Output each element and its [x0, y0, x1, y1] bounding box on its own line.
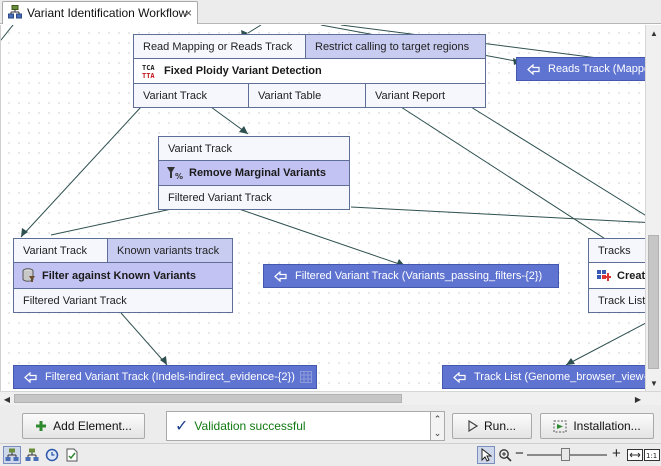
run-label: Run... [483, 419, 516, 433]
workflow-view-alt-icon[interactable] [23, 446, 41, 464]
filter-against-known-variants-node[interactable]: Variant Track Known variants track Filte… [13, 238, 233, 313]
output-reads-track[interactable]: Reads Track (Mappe [516, 57, 645, 81]
node-title-bar: TCA TTA Fixed Ploidy Variant Detection [134, 58, 485, 84]
output-track-list-genome-browser[interactable]: Track List (Genome_browser_view-{2 [442, 365, 645, 389]
output-arrow-icon [274, 270, 287, 282]
output-variant-report[interactable]: Variant Report [375, 89, 446, 102]
validation-scroll-spinner[interactable]: ⌃ ⌄ [431, 411, 445, 441]
close-tab-icon[interactable]: × [184, 6, 192, 20]
input-variant-track[interactable]: Variant Track [14, 239, 108, 262]
vertical-scroll-thumb[interactable] [648, 235, 659, 369]
workflow-icon [8, 4, 22, 22]
output-label: Filtered Variant Track (Indels-indirect_… [45, 371, 295, 383]
output-arrow-icon [453, 371, 466, 383]
node-title: Remove Marginal Variants [189, 167, 326, 179]
svg-text:1:1: 1:1 [646, 452, 657, 460]
scroll-down-icon[interactable]: ▼ [650, 378, 658, 388]
horizontal-scroll-thumb[interactable] [14, 394, 402, 403]
svg-text:TCA: TCA [142, 64, 155, 72]
validation-text: Validation successful [194, 419, 306, 433]
output-filtered-variant-track[interactable]: Filtered Variant Track [168, 191, 272, 204]
output-arrow-icon [24, 371, 37, 383]
output-variant-track[interactable]: Variant Track [134, 84, 249, 107]
checkmark-icon: ✓ [175, 418, 189, 435]
variant-detection-icon: TCA TTA [142, 63, 158, 79]
node-title: Filter against Known Variants [42, 269, 197, 282]
input-restrict-calling[interactable]: Restrict calling to target regions [306, 35, 485, 58]
tab-title: Variant Identification Workflow [27, 6, 188, 20]
output-filtered-variant-track[interactable]: Filtered Variant Track [23, 294, 127, 307]
installation-label: Installation... [573, 419, 641, 433]
node-title: Fixed Ploidy Variant Detection [164, 65, 322, 77]
track-list-icon [597, 269, 611, 283]
output-indels-indirect-evidence[interactable]: Filtered Variant Track (Indels-indirect_… [13, 365, 317, 389]
plus-icon [35, 420, 47, 432]
node-title-bar: Creat [589, 262, 645, 289]
create-track-list-node[interactable]: Tracks Creat Track List [588, 238, 645, 313]
output-variant-table[interactable]: Variant Table [249, 84, 366, 107]
output-variants-passing-filters[interactable]: Filtered Variant Track (Variants_passing… [263, 264, 559, 288]
input-variant-track[interactable]: Variant Track [168, 142, 232, 155]
add-element-label: Add Element... [53, 419, 132, 433]
pointer-tool-icon[interactable] [477, 446, 495, 464]
input-tracks[interactable]: Tracks [598, 244, 631, 257]
zoom-in-button[interactable]: + [612, 445, 621, 462]
workflow-canvas[interactable]: Read Mapping or Reads Track Restrict cal… [0, 25, 645, 391]
workflow-action-bar: Add Element... ✓ Validation successful ⌃… [0, 405, 661, 443]
actual-size-icon[interactable]: 1:1 [643, 446, 661, 464]
chevron-down-icon[interactable]: ⌄ [433, 427, 442, 438]
add-element-button[interactable]: Add Element... [22, 413, 145, 439]
run-button[interactable]: Run... [452, 413, 532, 439]
horizontal-scrollbar[interactable]: ◀ ▶ [0, 391, 661, 405]
chevron-up-icon[interactable]: ⌃ [433, 413, 442, 424]
output-arrow-icon [527, 63, 540, 75]
input-known-variants-track[interactable]: Known variants track [108, 239, 232, 262]
scroll-right-icon[interactable]: ▶ [634, 394, 642, 404]
zoom-slider[interactable] [527, 448, 607, 461]
workflow-view-icon[interactable] [3, 446, 21, 464]
installation-button[interactable]: Installation... [540, 413, 654, 439]
node-title-bar: Filter against Known Variants [14, 262, 232, 289]
database-filter-icon [22, 268, 36, 283]
scroll-up-icon[interactable]: ▲ [650, 28, 658, 38]
node-title-bar: % Remove Marginal Variants [159, 160, 349, 186]
document-check-icon[interactable] [63, 446, 81, 464]
fit-width-icon[interactable] [626, 446, 644, 464]
validation-status: ✓ Validation successful [166, 411, 431, 441]
output-track-list[interactable]: Track List [598, 294, 645, 307]
output-label: Reads Track (Mappe [548, 63, 645, 75]
node-title: Creat [617, 269, 645, 282]
filter-percent-icon: % [167, 166, 183, 180]
editor-view-toolbar: − + 1:1 [0, 443, 661, 466]
play-icon [468, 420, 478, 432]
output-label: Filtered Variant Track (Variants_passing… [295, 270, 543, 282]
svg-text:TTA: TTA [142, 72, 155, 79]
remove-marginal-variants-node[interactable]: Variant Track % Remove Marginal Variants… [158, 136, 350, 210]
input-read-mapping[interactable]: Read Mapping or Reads Track [134, 35, 306, 58]
fixed-ploidy-variant-detection-node[interactable]: Read Mapping or Reads Track Restrict cal… [133, 34, 486, 108]
install-icon [553, 420, 567, 433]
svg-text:%: % [175, 172, 183, 180]
scroll-left-icon[interactable]: ◀ [3, 394, 11, 404]
history-icon[interactable] [43, 446, 61, 464]
table-icon [300, 371, 312, 386]
zoom-out-button[interactable]: − [515, 445, 524, 462]
vertical-scrollbar[interactable]: ▲ ▼ [645, 25, 661, 391]
editor-tab-strip: Variant Identification Workflow × [0, 0, 661, 24]
tab-variant-identification-workflow[interactable]: Variant Identification Workflow × [2, 1, 198, 24]
output-label: Track List (Genome_browser_view-{2 [474, 371, 645, 383]
zoom-slider-knob[interactable] [561, 448, 570, 461]
zoom-in-icon[interactable] [496, 446, 514, 464]
